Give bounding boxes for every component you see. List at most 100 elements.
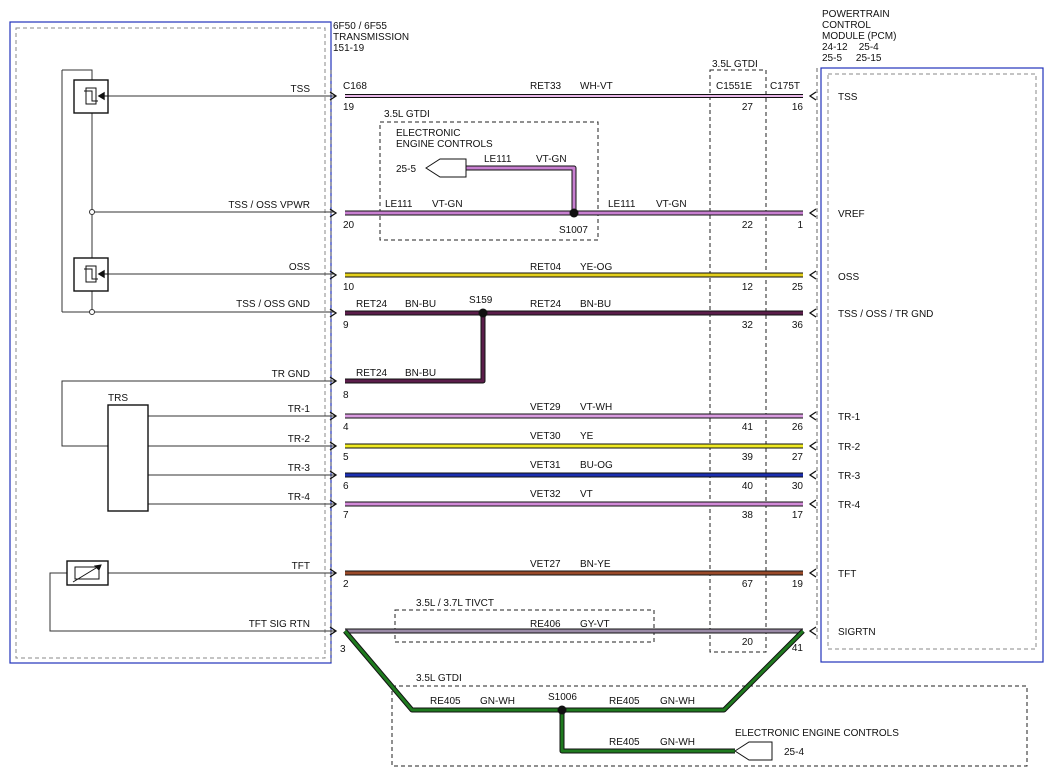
gtdi-bottom-option-box [391,685,1028,767]
circuit-re405-right: RE405 [609,696,640,707]
color-ye-og: YE-OG [580,262,612,273]
pcm-signal-gnd: TSS / OSS / TR GND [838,309,933,320]
pcm-inner-box [827,73,1037,650]
color-vt-gn-left: VT-GN [432,199,463,210]
trans-signal-tss-oss-vpwr: TSS / OSS VPWR [228,200,310,211]
junction-dot [89,209,95,215]
pcm-pin-19: 19 [792,579,804,590]
pcm-connector-name: C175T [770,81,800,92]
splice-s1006 [557,705,567,715]
pcm-header-line3: MODULE (PCM) [822,31,896,42]
inline-pin-67: 67 [742,579,754,590]
pin-arrow [329,91,338,101]
trans-signal-tft: TFT [292,561,310,572]
eec-bottom-ref: 25-4 [784,747,804,758]
pcm-pin-27: 27 [792,452,804,463]
circuit-ret04: RET04 [530,262,562,273]
pin-arrow [808,499,817,509]
circuit-re405-left: RE405 [430,696,461,707]
wire-re405-eec [560,710,735,753]
trans-pin-2: 2 [343,579,349,590]
pcm-header-line2: CONTROL [822,20,871,31]
inline-pin-40: 40 [742,481,754,492]
circuit-re405-eec: RE405 [609,737,640,748]
pin-arrow [329,411,338,421]
pcm-pin-17: 17 [792,510,804,521]
inline-connector-name: C1551E [716,81,752,92]
pin-arrow [808,208,817,218]
color-bn-bu-trgnd: BN-BU [405,368,436,379]
splice-s159-label: S159 [469,295,493,306]
wire-re405-eec-outline [559,710,735,754]
pin-arrow [808,270,817,280]
circuit-le111-eec: LE111 [484,154,512,165]
pcm-signal-tr3: TR-3 [838,471,861,482]
circuit-vet31: VET31 [530,460,561,471]
trans-signal-tft-sig-rtn: TFT SIG RTN [249,619,310,630]
pin-arrow [329,270,338,280]
color-gn-wh-right: GN-WH [660,696,695,707]
trans-pin-7: 7 [343,510,349,521]
trans-signal-tss: TSS [291,84,311,95]
inline-pin-38: 38 [742,510,754,521]
pin-arrow [808,441,817,451]
wire-re405 [343,629,805,712]
inline-pin-39: 39 [742,452,754,463]
pcm-signal-tr2: TR-2 [838,442,861,453]
trs-switch-box [107,404,149,512]
eec-top-title-line2: ENGINE CONTROLS [396,139,493,150]
eec-bottom-connector-icon [734,741,773,761]
circuit-vet30: VET30 [530,431,561,442]
pin-arrow [808,568,817,578]
transmission-internal-wiring [49,69,335,632]
inline-connector-label: 3.5L GTDI [712,59,758,70]
color-ye: YE [580,431,594,442]
pin-arrow [329,568,338,578]
gtdi-top-option-box [379,121,599,241]
circuit-re406: RE406 [530,619,561,630]
inline-pin-12: 12 [742,282,754,293]
trans-pin-6: 6 [343,481,349,492]
inline-pin-22: 22 [742,220,754,231]
color-wh-vt: WH-VT [580,81,613,92]
wire-group [343,94,805,754]
splice-s1006-label: S1006 [548,692,577,703]
tivct-label: 3.5L / 3.7L TIVCT [416,598,494,609]
pin-arrow [329,470,338,480]
pcm-pin-41: 41 [792,643,804,654]
pcm-pin-1: 1 [797,220,803,231]
tivct-option-box [394,609,655,643]
circuit-ret24-right: RET24 [530,299,562,310]
pin-arrow [329,499,338,509]
trans-pin-9: 9 [343,320,349,331]
pin-arrow [808,308,817,318]
inline-pin-41: 41 [742,422,754,433]
color-gn-wh-left: GN-WH [480,696,515,707]
pcm-module-box [820,67,1044,663]
inline-pin-27: 27 [742,102,754,113]
pcm-signal-tr4: TR-4 [838,500,861,511]
wire-le111-eec [466,166,576,213]
color-gy-vt: GY-VT [580,619,610,630]
transmission-inner-box [15,27,326,659]
gtdi-top-label: 3.5L GTDI [384,109,430,120]
trans-signal-tss-oss-gnd: TSS / OSS GND [236,299,310,310]
pin-arrow [329,376,338,386]
circuit-ret24-left: RET24 [356,299,388,310]
trans-pin-20: 20 [343,220,355,231]
pin-arrow [808,91,817,101]
pcm-signal-vref: VREF [838,209,865,220]
pcm-pin-26: 26 [792,422,804,433]
trans-pin-8: 8 [343,390,349,401]
splice-s1007-label: S1007 [559,225,588,236]
transmission-header-line3: 151-19 [333,43,365,54]
color-vt: VT [580,489,593,500]
pcm-header-line4: 24-12 25-4 [822,42,879,53]
pcm-pin-25: 25 [792,282,804,293]
inline-connector-box [709,69,767,653]
pcm-signal-tr1: TR-1 [838,412,861,423]
transmission-module-box [9,21,332,664]
color-vt-gn-eec: VT-GN [536,154,567,165]
pcm-signal-tss: TSS [838,92,858,103]
transmission-connector-name: C168 [343,81,367,92]
